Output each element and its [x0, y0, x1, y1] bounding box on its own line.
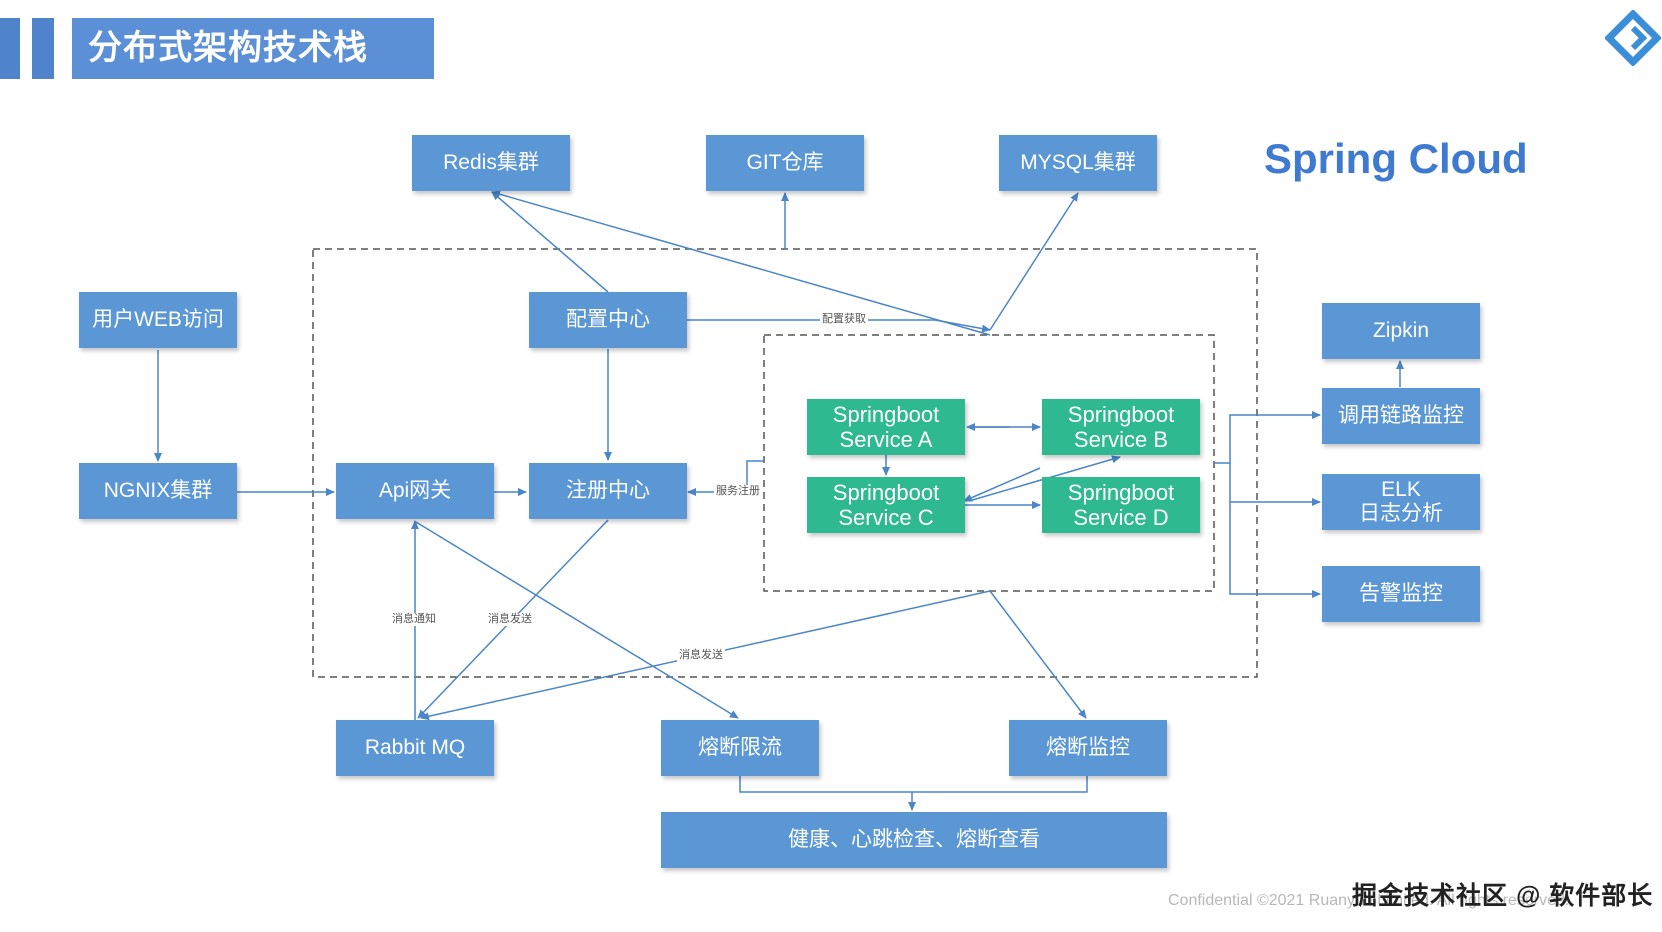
node-breaker-monitor: 熔断监控 [1009, 720, 1167, 776]
node-git-repo: GIT仓库 [706, 135, 864, 191]
label-service-register: 服务注册 [714, 485, 762, 498]
company-logo-icon [1605, 10, 1661, 66]
node-mysql-cluster: MYSQL集群 [999, 135, 1157, 191]
spring-cloud-title: Spring Cloud [1264, 135, 1528, 182]
page-title: 分布式架构技术栈 [72, 18, 434, 79]
confidential-footer: Confidential ©2021 Ruanyun Limited. All … [1168, 892, 1570, 909]
node-config-center: 配置中心 [529, 292, 687, 348]
node-api-gateway: Api网关 [336, 463, 494, 519]
node-redis-cluster: Redis集群 [412, 135, 570, 191]
label-msg-send-registry: 消息发送 [486, 613, 534, 626]
node-service-c: Springboot Service C [807, 477, 965, 533]
title-accent-bar-1 [0, 18, 20, 79]
node-service-b: Springboot Service B [1042, 399, 1200, 455]
node-service-a: Springboot Service A [807, 399, 965, 455]
node-elk-log: ELK 日志分析 [1322, 474, 1480, 530]
node-ngnix-cluster: NGNIX集群 [79, 463, 237, 519]
node-registry-center: 注册中心 [529, 463, 687, 519]
service-dashed-boundary [763, 334, 1215, 592]
node-health-check: 健康、心跳检查、熔断查看 [661, 812, 1167, 868]
node-rabbit-mq: Rabbit MQ [336, 720, 494, 776]
node-zipkin: Zipkin [1322, 303, 1480, 359]
title-accent-bar-2 [32, 18, 54, 79]
label-config-fetch: 配置获取 [820, 313, 868, 326]
node-user-web: 用户WEB访问 [79, 292, 237, 348]
watermark: 掘金技术社区 @ 软件部长 [1352, 882, 1654, 910]
node-service-d: Springboot Service D [1042, 477, 1200, 533]
node-circuit-breaker: 熔断限流 [661, 720, 819, 776]
node-trace-monitor: 调用链路监控 [1322, 388, 1480, 444]
label-msg-send-services: 消息发送 [677, 649, 725, 662]
node-alert-monitor: 告警监控 [1322, 566, 1480, 622]
label-msg-notify: 消息通知 [390, 613, 438, 626]
